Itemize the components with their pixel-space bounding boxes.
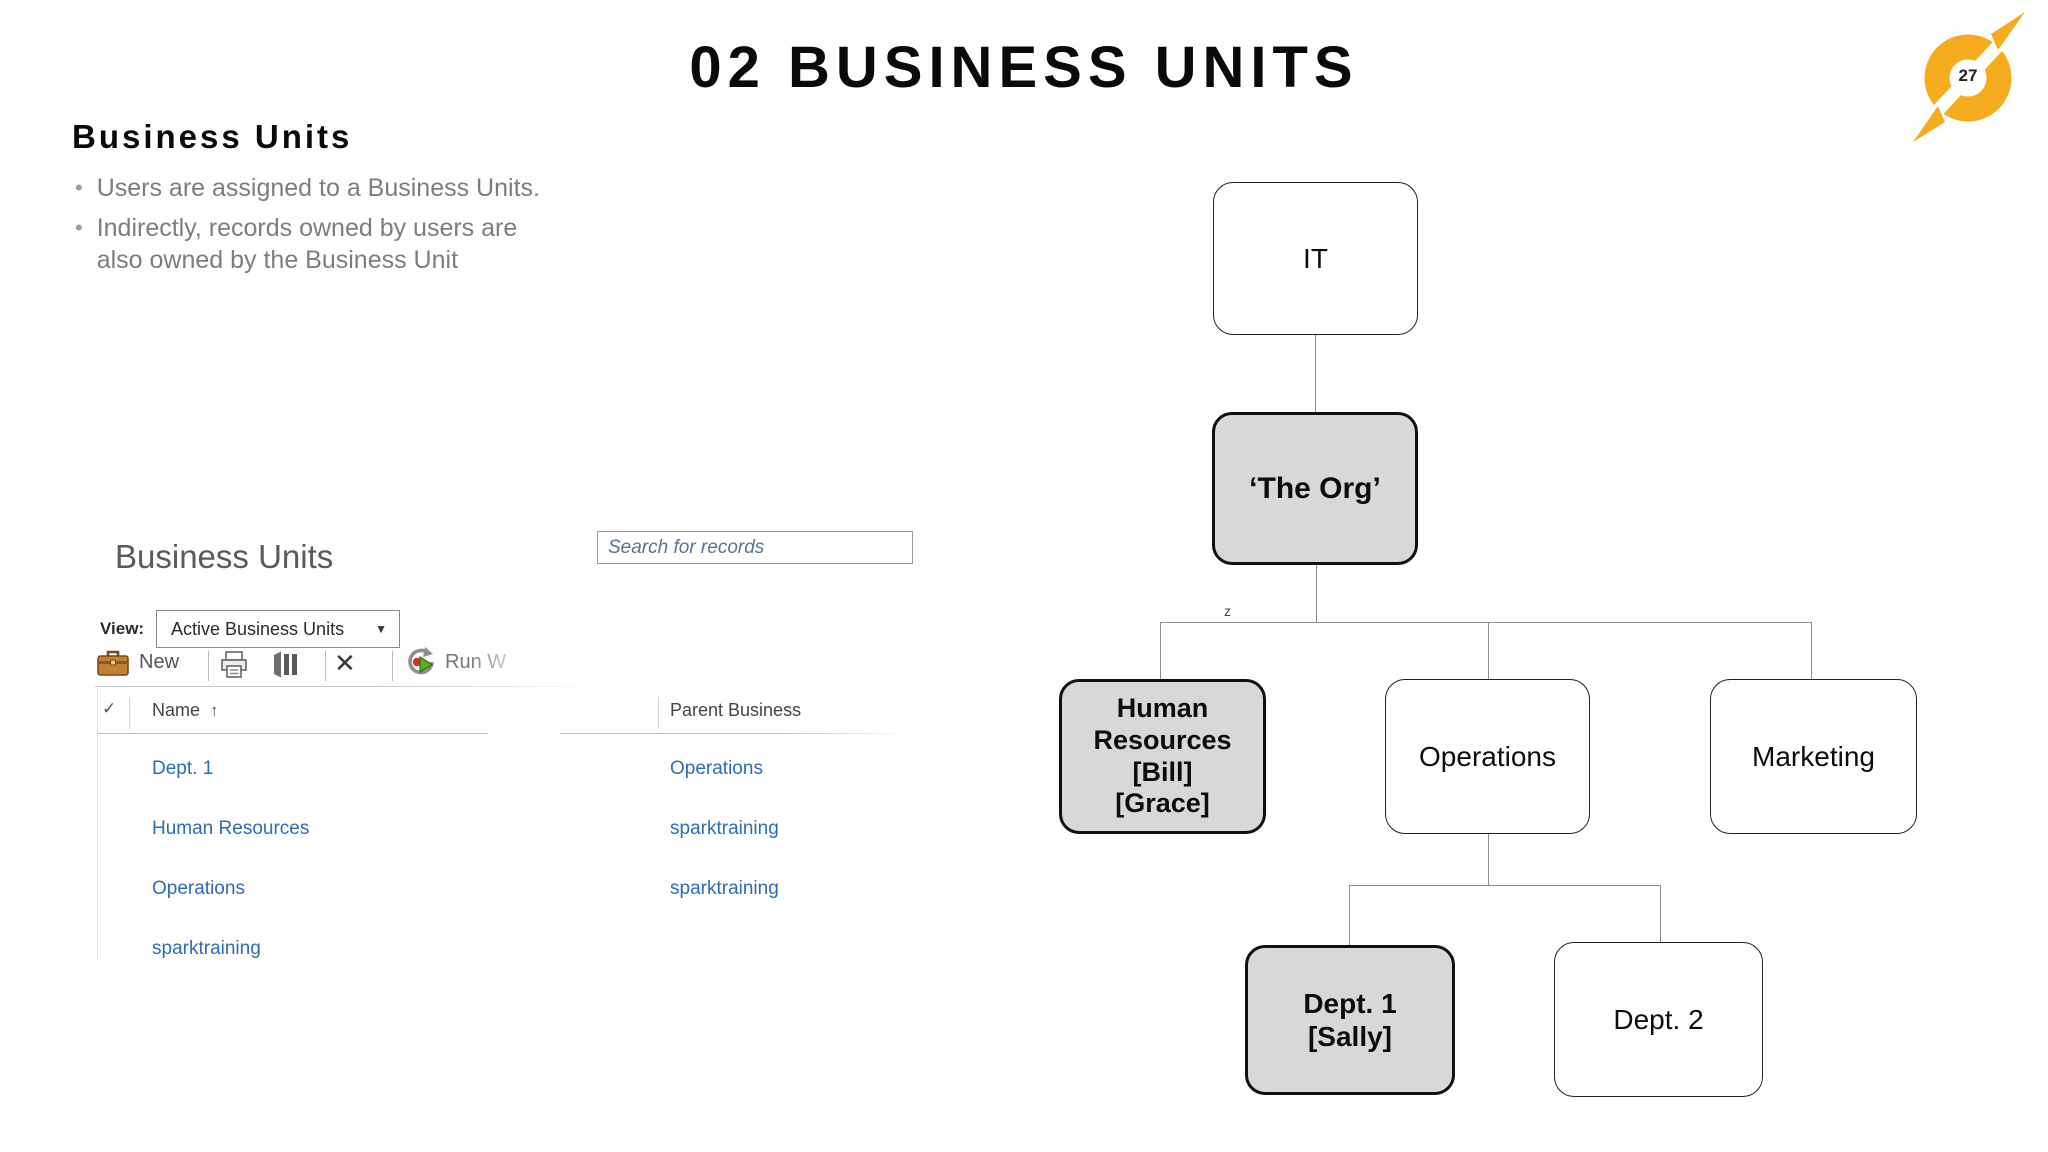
export-list-icon <box>274 651 297 678</box>
connector-label: z <box>1224 603 1231 619</box>
view-dropdown[interactable]: Active Business Units ▼ <box>156 610 400 648</box>
export-button[interactable] <box>271 650 298 679</box>
toolbar-divider <box>325 651 326 681</box>
org-box-it: IT <box>1213 182 1418 335</box>
header-underline <box>97 733 488 734</box>
record-link[interactable]: Operations <box>152 878 245 899</box>
record-link[interactable]: Dept. 1 <box>152 758 214 779</box>
connector-line <box>1160 622 1811 623</box>
spark-logo-icon <box>1913 12 2025 142</box>
connector-line <box>1349 885 1660 886</box>
org-box-human-resources: Human Resources [Bill] [Grace] <box>1059 679 1266 834</box>
select-all-checkbox[interactable]: ✓ <box>102 699 117 718</box>
org-box-the-org: ‘The Org’ <box>1212 412 1418 565</box>
record-link[interactable] <box>670 925 779 985</box>
slide-title: 02 BUSINESS UNITS <box>689 35 1359 100</box>
logo: 27 <box>1905 12 2035 142</box>
org-box-operations: Operations <box>1385 679 1590 834</box>
org-box-dept-2: Dept. 2 <box>1554 942 1763 1097</box>
screenshot-edge-fade <box>468 644 578 684</box>
connector-line <box>1488 622 1489 679</box>
record-link[interactable]: Operations <box>670 758 763 779</box>
record-link[interactable]: sparktraining <box>670 878 779 899</box>
header-underline <box>560 733 912 734</box>
record-link[interactable]: sparktraining <box>670 818 779 839</box>
view-dropdown-value: Active Business Units <box>171 618 345 639</box>
crm-list-title: Business Units <box>115 538 334 575</box>
record-link[interactable]: Human Resources <box>152 818 310 839</box>
connector-line <box>1315 335 1316 412</box>
view-label: View: <box>100 619 145 638</box>
new-button[interactable]: New <box>97 648 179 677</box>
toolbar-divider <box>208 651 209 681</box>
section-heading: Business Units <box>72 118 353 155</box>
org-box-dept-1: Dept. 1 [Sally] <box>1245 945 1455 1095</box>
delete-button[interactable]: ✕ <box>334 648 356 679</box>
connector-line <box>1660 885 1661 942</box>
bullet-icon: • <box>75 215 83 240</box>
bullet-text: Users are assigned to a Business Units. <box>96 174 540 202</box>
column-header-name[interactable]: Name ↑ <box>152 700 219 721</box>
connector-line <box>1160 622 1161 679</box>
sort-ascending-icon: ↑ <box>210 700 219 720</box>
org-box-marketing: Marketing <box>1710 679 1917 834</box>
search-input[interactable] <box>597 531 913 564</box>
column-header-parent-label: Parent Business <box>670 700 802 720</box>
briefcase-icon <box>97 650 129 676</box>
print-button[interactable] <box>220 650 249 680</box>
connector-line <box>1811 622 1812 679</box>
column-divider <box>658 697 659 729</box>
delete-icon: ✕ <box>334 648 356 678</box>
new-button-label: New <box>139 651 180 673</box>
run-workflow-icon <box>408 647 434 675</box>
bullet-item: • Indirectly, records owned by users are… <box>75 212 575 276</box>
column-header-name-label: Name <box>152 700 201 720</box>
toolbar-divider <box>392 651 393 681</box>
toolbar-underline <box>95 686 600 687</box>
connector-line <box>1349 885 1350 945</box>
parent-business-column: Operations sparktraining sparktraining <box>670 745 779 985</box>
bullet-list: • Users are assigned to a Business Units… <box>75 172 575 284</box>
name-column: Dept. 1 Human Resources Operations spark… <box>152 745 309 985</box>
column-divider <box>129 697 130 729</box>
bullet-icon: • <box>75 175 83 200</box>
connector-line <box>1488 834 1489 885</box>
connector-line <box>1316 565 1317 622</box>
page-number: 27 <box>1958 66 1978 85</box>
grid-left-border <box>97 688 98 960</box>
chevron-down-icon: ▼ <box>375 622 387 636</box>
bullet-text: Indirectly, records owned by users are a… <box>96 214 518 274</box>
column-header-parent-business[interactable]: Parent Business <box>670 700 801 721</box>
record-link[interactable]: sparktraining <box>152 938 261 959</box>
bullet-item: • Users are assigned to a Business Units… <box>75 172 575 204</box>
printer-icon <box>221 651 247 678</box>
